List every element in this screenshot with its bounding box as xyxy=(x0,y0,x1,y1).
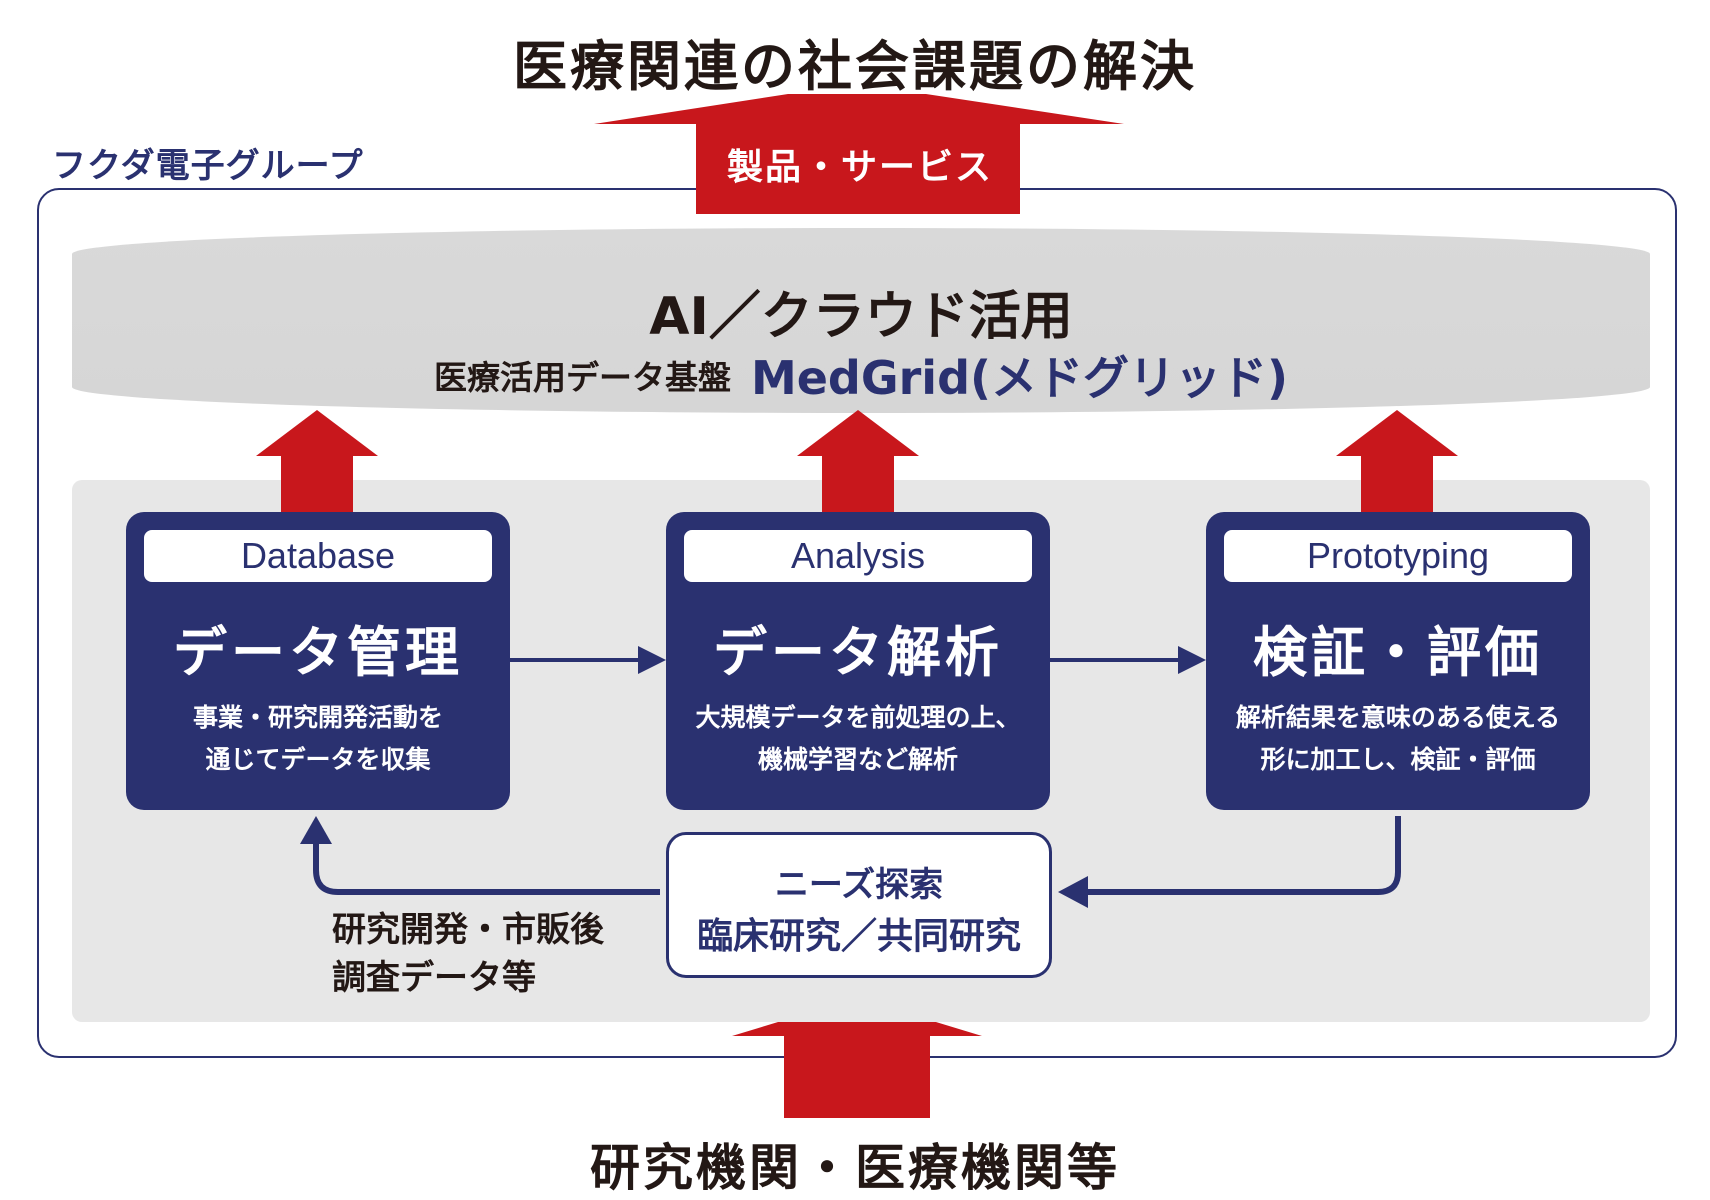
platform-brand: MedGrid(メドグリッド) xyxy=(750,351,1289,405)
top-arrow-label: 製品・サービス xyxy=(726,147,993,188)
page-title: 医療関連の社会課題の解決 xyxy=(513,35,1197,98)
needs-box: ニーズ探索 臨床研究／共同研究 xyxy=(666,832,1052,978)
up-arrow-2 xyxy=(797,410,919,512)
flow-arrow-3-needs xyxy=(1058,816,1401,908)
needs-line-2: 臨床研究／共同研究 xyxy=(696,916,1021,957)
loop-label-line: 調査データ等 xyxy=(332,958,536,998)
platform-title: AI／クラウド活用 xyxy=(649,287,1073,347)
box-prototyping: Prototyping 検証・評価 解析結果を意味のある使える 形に加工し、検証… xyxy=(1206,512,1590,810)
top-up-arrow xyxy=(594,94,1124,124)
platform-subtitle: 医療活用データ基盤 xyxy=(433,358,731,397)
box-desc-line: 形に加工し、検証・評価 xyxy=(1260,745,1536,774)
box-description: 事業・研究開発活動を 通じてデータを収集 xyxy=(126,697,510,781)
platform-cylinder xyxy=(72,228,1650,413)
up-arrow-3 xyxy=(1336,410,1458,512)
box-tag: Database xyxy=(144,530,492,582)
box-analysis: Analysis データ解析 大規模データを前処理の上、 機械学習など解析 xyxy=(666,512,1050,810)
box-heading: 検証・評価 xyxy=(1253,621,1543,684)
box-description: 大規模データを前処理の上、 機械学習など解析 xyxy=(666,697,1050,781)
box-heading: データ解析 xyxy=(713,621,1003,684)
group-label: フクダ電子グループ xyxy=(52,146,364,186)
up-arrow-1 xyxy=(256,410,378,512)
bottom-up-arrow-shaft xyxy=(784,1036,930,1118)
box-database: Database データ管理 事業・研究開発活動を 通じてデータを収集 xyxy=(126,512,510,810)
flow-arrow-1-2 xyxy=(510,646,666,674)
loop-label-line: 研究開発・市販後 xyxy=(332,910,604,950)
box-desc-line: 機械学習など解析 xyxy=(757,745,958,774)
platform-subtitle-row: 医療活用データ基盤 MedGrid(メドグリッド) xyxy=(72,342,1650,408)
box-heading: データ管理 xyxy=(173,621,463,684)
flow-arrow-2-3 xyxy=(1050,646,1206,674)
box-desc-line: 事業・研究開発活動を xyxy=(192,703,443,732)
loop-label: 研究開発・市販後 調査データ等 xyxy=(332,906,604,1002)
box-desc-line: 大規模データを前処理の上、 xyxy=(695,703,1021,732)
bottom-title: 研究機関・医療機関等 xyxy=(590,1139,1120,1197)
flow-arrow-needs-1 xyxy=(300,816,660,895)
box-desc-line: 解析結果を意味のある使える xyxy=(1235,703,1561,732)
needs-line-1: ニーズ探索 xyxy=(774,865,944,905)
top-up-arrow-shaft xyxy=(696,124,1020,214)
box-desc-line: 通じてデータを収集 xyxy=(205,745,431,774)
box-tag: Prototyping xyxy=(1224,530,1572,582)
box-tag: Analysis xyxy=(684,530,1032,582)
box-description: 解析結果を意味のある使える 形に加工し、検証・評価 xyxy=(1206,697,1590,781)
